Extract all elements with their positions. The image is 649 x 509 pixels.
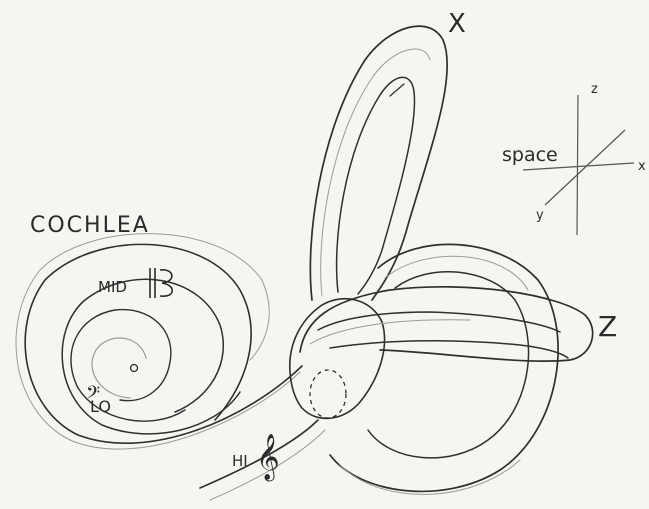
canal-label-x: X (448, 9, 466, 39)
note-icon (131, 365, 138, 372)
axis-label-y: y (536, 208, 544, 223)
low-pitch-label: LO (90, 397, 111, 416)
axis-label-x: x (638, 159, 646, 174)
high-pitch-label: HI (232, 452, 248, 470)
vestibule (290, 299, 385, 419)
semicircular-canal-posterior (330, 244, 558, 494)
alto-clef-icon (150, 268, 172, 298)
space-label: space (502, 144, 558, 166)
oval-window (310, 370, 346, 418)
cochlea-title: COCHLEA (30, 213, 150, 238)
canal-label-z: Z (598, 310, 617, 343)
axis-label-z: z (591, 82, 598, 97)
treble-clef-icon: 𝄞 (256, 434, 280, 482)
mid-pitch-label: MID (98, 278, 127, 296)
